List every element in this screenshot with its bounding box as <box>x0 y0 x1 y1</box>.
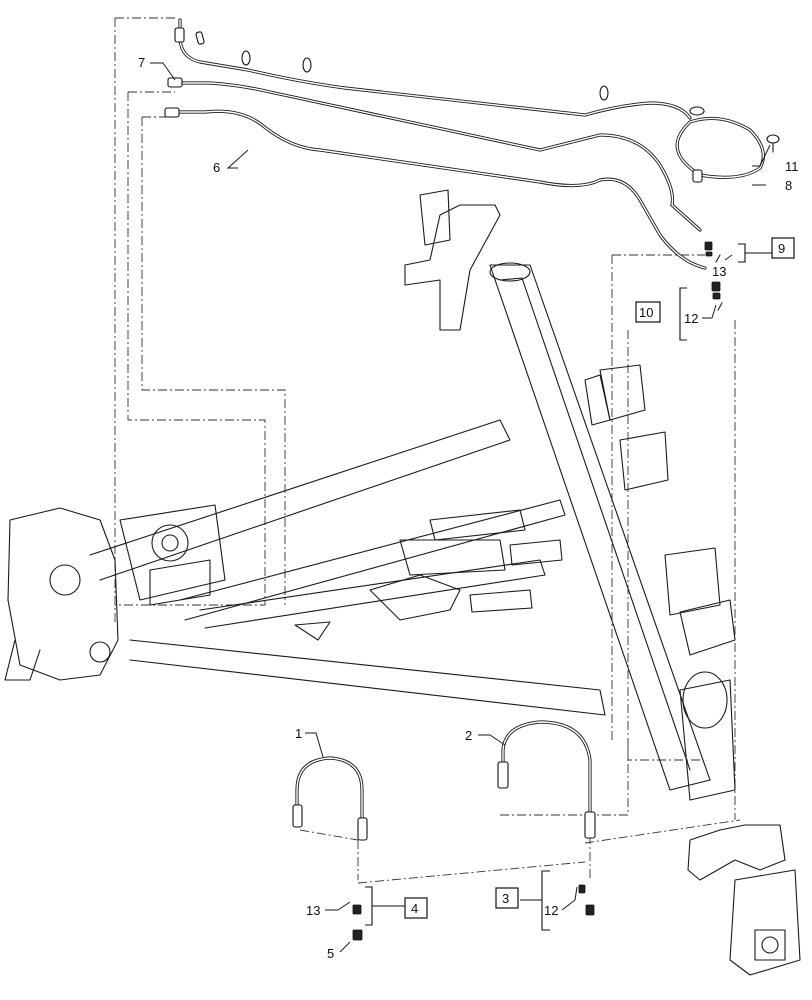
callout-box-3 <box>495 887 519 909</box>
callout-13-lower: 13 <box>306 903 320 918</box>
callout-box-9 <box>771 237 795 259</box>
callout-1: 1 <box>295 726 302 741</box>
callout-5: 5 <box>327 946 334 961</box>
boxed-callouts <box>404 237 795 919</box>
callout-leaders <box>150 62 771 953</box>
callout-9: 9 <box>778 241 785 256</box>
lower-fittings <box>352 884 595 941</box>
hose-8 <box>675 116 765 183</box>
assembly-dashed-lines <box>114 17 741 884</box>
callout-box-10 <box>635 301 661 323</box>
hose-6b <box>164 107 707 270</box>
callout-6: 6 <box>213 160 220 175</box>
callout-12-upper: 12 <box>684 311 698 326</box>
hose-2 <box>497 720 596 839</box>
upper-fittings <box>704 241 723 311</box>
callout-numbers: 7 6 11 8 9 13 10 12 1 2 4 13 3 12 5 <box>138 55 799 961</box>
callout-11: 11 <box>785 159 799 174</box>
hose-clamps <box>195 31 780 153</box>
callout-10: 10 <box>639 305 653 320</box>
callout-box-4 <box>404 897 428 919</box>
callout-7: 7 <box>138 55 145 70</box>
hose-7 <box>174 18 692 120</box>
hose-1 <box>292 756 368 841</box>
toolbar-frame <box>4 189 801 976</box>
callout-12-lower: 12 <box>544 903 558 918</box>
callout-3: 3 <box>502 891 509 906</box>
callout-4: 4 <box>411 901 418 916</box>
callout-13-upper: 13 <box>712 264 726 279</box>
bracket-groups <box>365 243 772 931</box>
callout-8: 8 <box>785 178 792 193</box>
hose-6 <box>167 77 702 232</box>
callout-2: 2 <box>465 728 472 743</box>
